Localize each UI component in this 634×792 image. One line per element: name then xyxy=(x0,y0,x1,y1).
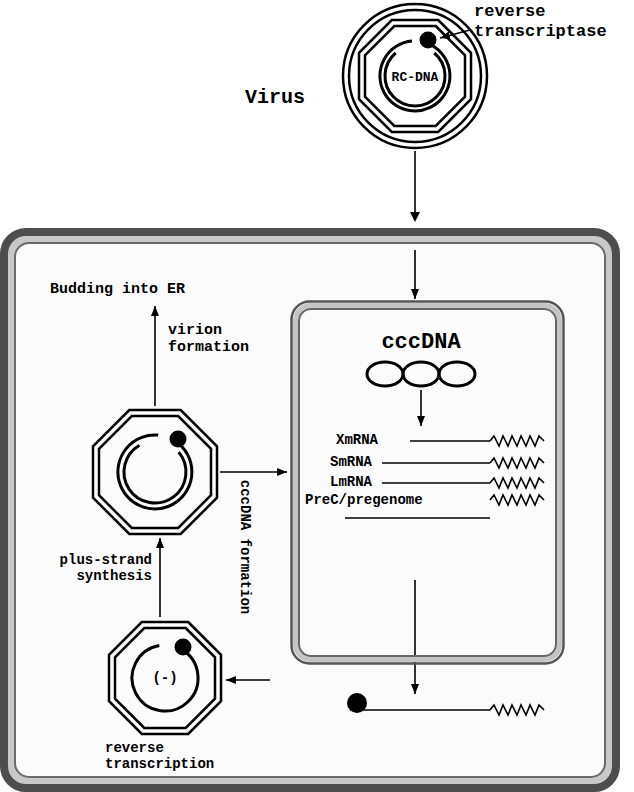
step-label: reverse transcription xyxy=(105,740,225,772)
polya-tail xyxy=(490,458,544,468)
capsid-outline xyxy=(109,622,221,734)
dna-strand xyxy=(132,646,198,711)
cccdna-symbol xyxy=(367,362,403,386)
capsid-outline xyxy=(359,20,471,132)
transcript-label: PreC/pregenome xyxy=(305,492,423,508)
rna-line xyxy=(382,462,490,464)
step-label: virion formation xyxy=(168,322,268,357)
nuclear-envelope xyxy=(296,306,560,660)
envelope-outline xyxy=(349,10,481,142)
transcript-label: SmRNA xyxy=(330,454,372,470)
flow-arrow xyxy=(220,471,287,473)
polya-tail xyxy=(490,478,544,488)
arrow-head xyxy=(410,212,420,222)
genome-label: RC-DNA xyxy=(392,71,439,86)
flow-arrow xyxy=(154,306,156,406)
envelope-outline xyxy=(343,4,487,148)
step-label: cccDNA formation xyxy=(237,480,253,614)
polymerase-dot xyxy=(420,32,437,49)
polymerase-dot xyxy=(347,693,367,713)
capsid-outline xyxy=(365,26,465,126)
step-label: plus-strand synthesis xyxy=(40,552,152,584)
flow-arrow xyxy=(226,679,270,681)
polya-tail xyxy=(490,495,544,505)
cell-membrane xyxy=(4,232,616,788)
flow-arrow xyxy=(414,580,416,694)
virion-particle: VirusRC-DNA xyxy=(341,2,489,150)
capsid-minus-strand: (-) xyxy=(107,620,223,736)
rna-line xyxy=(345,517,490,519)
polya-tail xyxy=(490,436,544,446)
capsid-outline xyxy=(115,628,215,728)
nucleus: cccDNA XmRNA SmRNA LmRNA PreC/pregenome xyxy=(290,300,565,665)
polymerase-dot xyxy=(175,639,192,656)
transcript-label: XmRNA xyxy=(336,432,378,448)
cccdna-label: cccDNA xyxy=(381,330,460,355)
transcript-label: LmRNA xyxy=(330,474,372,490)
budding-label: Budding into ER xyxy=(50,281,185,298)
virus-label: Virus xyxy=(245,86,305,109)
dna-strand xyxy=(124,445,186,503)
rna-line xyxy=(382,482,490,484)
dna-strand xyxy=(380,41,450,111)
capsid-outline xyxy=(99,416,211,528)
strand-label: (-) xyxy=(152,670,177,686)
capsid-outline xyxy=(93,410,217,534)
rna-line xyxy=(350,709,490,711)
enzyme-label: reverse transcriptase xyxy=(474,2,624,41)
flow-arrow xyxy=(420,390,422,426)
cccdna-symbol xyxy=(439,362,475,386)
cccdna-symbol xyxy=(403,362,439,386)
dna-strand xyxy=(385,53,445,106)
cytoplasm xyxy=(15,243,605,777)
polya-tail xyxy=(490,705,544,715)
rna-line xyxy=(410,440,490,442)
polymerase-dot xyxy=(170,431,187,448)
flow-arrow xyxy=(159,538,161,617)
flow-arrow xyxy=(414,151,416,299)
nuclear-envelope xyxy=(299,309,556,656)
nuclear-envelope xyxy=(292,302,564,664)
